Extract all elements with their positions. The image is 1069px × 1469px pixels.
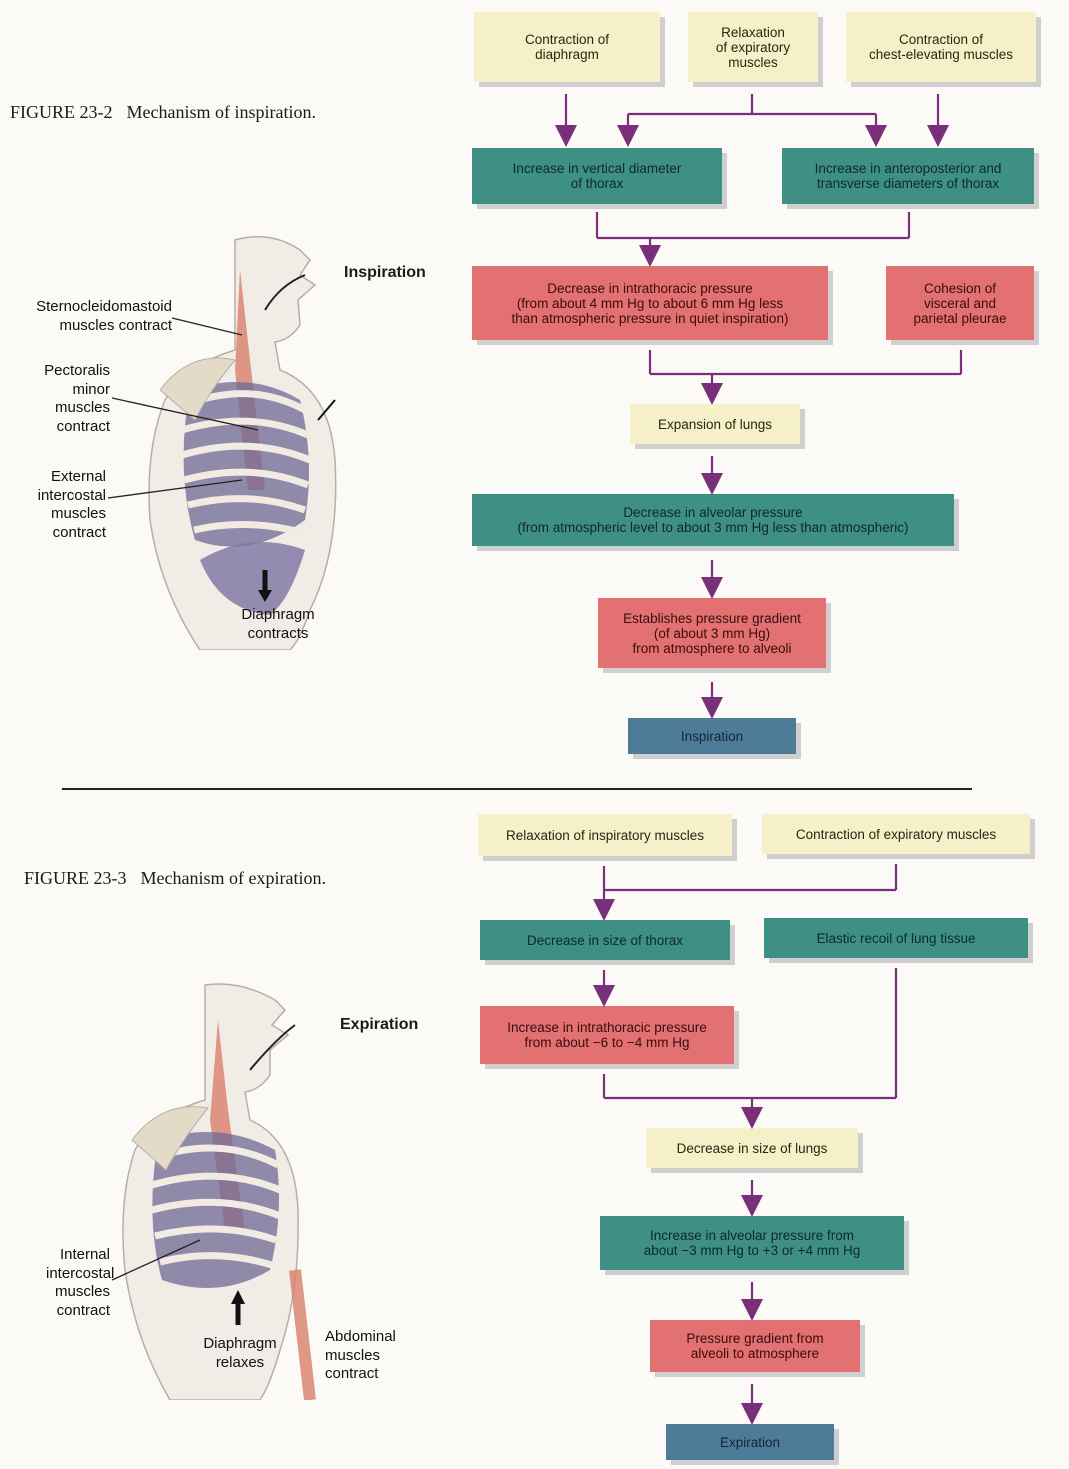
box-increase-alveolar-pressure: Increase in alveolar pressure from about…: [600, 1216, 904, 1270]
figure-number: FIGURE 23-3: [24, 868, 127, 888]
box-increase-vertical-diameter: Increase in vertical diameter of thorax: [472, 148, 722, 204]
box-inspiration: Inspiration: [628, 718, 796, 754]
inspiration-torso-illustration: [148, 235, 337, 650]
box-cohesion-pleurae: Cohesion of visceral and parietal pleura…: [886, 266, 1034, 340]
expiration-torso-illustration: [122, 983, 316, 1400]
box-decrease-intrathoracic-pressure: Decrease in intrathoracic pressure (from…: [472, 266, 828, 340]
expiration-illustration-title: Expiration: [340, 1016, 419, 1033]
box-relaxation-inspiratory-muscles: Relaxation of inspiratory muscles: [478, 814, 732, 856]
box-contraction-chest-elevating: Contraction of chest-elevating muscles: [846, 12, 1036, 82]
box-decrease-size-thorax: Decrease in size of thorax: [480, 920, 730, 960]
label-sternocleidomastoid: Sternocleidomastoid muscles contract: [36, 298, 172, 334]
figure-divider: [62, 788, 972, 790]
box-expiration: Expiration: [666, 1424, 834, 1460]
label-internal-intercostal: Internal intercostal muscles contract: [46, 1246, 115, 1319]
box-increase-anteroposterior-diameter: Increase in anteroposterior and transver…: [782, 148, 1034, 204]
figure-number: FIGURE 23-2: [10, 102, 113, 122]
inspiration-illustration-title: Inspiration: [344, 264, 426, 281]
label-external-intercostal: External intercostal muscles contract: [37, 468, 106, 541]
label-diaphragm-contracts: Diaphragm contracts: [241, 606, 315, 642]
label-abdominal-muscles: Abdominal muscles contract: [325, 1328, 396, 1382]
box-increase-intrathoracic-pressure: Increase in intrathoracic pressure from …: [480, 1006, 734, 1064]
box-decrease-size-lungs: Decrease in size of lungs: [646, 1128, 858, 1168]
box-elastic-recoil: Elastic recoil of lung tissue: [764, 918, 1028, 958]
box-relaxation-expiratory-muscles: Relaxation of expiratory muscles: [688, 12, 818, 82]
box-establishes-pressure-gradient: Establishes pressure gradient (of about …: [598, 598, 826, 668]
figure-title: Mechanism of expiration.: [140, 868, 326, 888]
label-pectoralis-minor: Pectoralis minor muscles contract: [44, 362, 110, 435]
box-contraction-of-diaphragm: Contraction of diaphragm: [474, 12, 660, 82]
box-pressure-gradient-alveoli: Pressure gradient from alveoli to atmosp…: [650, 1320, 860, 1372]
figure-title: Mechanism of inspiration.: [126, 102, 316, 122]
box-expansion-of-lungs: Expansion of lungs: [630, 404, 800, 444]
figure-caption-expiration: FIGURE 23-3 Mechanism of expiration.: [24, 868, 326, 889]
box-decrease-alveolar-pressure: Decrease in alveolar pressure (from atmo…: [472, 494, 954, 546]
box-contraction-expiratory-muscles: Contraction of expiratory muscles: [762, 814, 1030, 854]
label-diaphragm-relaxes: Diaphragm relaxes: [203, 1335, 277, 1371]
figure-caption-inspiration: FIGURE 23-2 Mechanism of inspiration.: [10, 102, 316, 123]
